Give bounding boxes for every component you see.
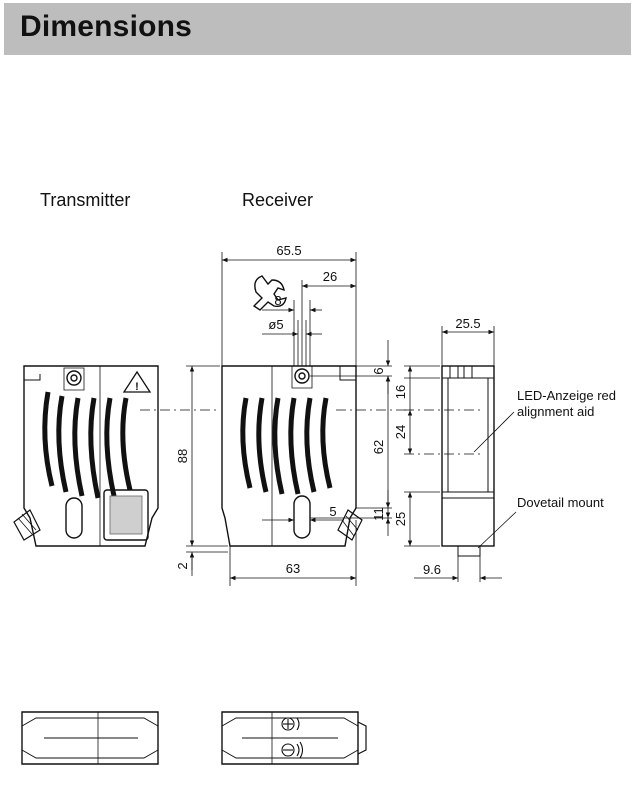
receiver-bottom-view	[221, 711, 367, 765]
warning-triangle-icon: !	[122, 370, 152, 393]
dim-hole-diameter: ø5	[268, 317, 283, 332]
receiver-front-view	[221, 365, 363, 547]
dimensions-header: Dimensions	[4, 3, 631, 55]
adjust-screw-icon	[281, 717, 304, 759]
dim-upper-height: 16	[393, 385, 408, 399]
dim-bottom-gap: 2	[175, 562, 190, 569]
dim-slot-width: 8	[274, 293, 281, 308]
dim-body-width: 63	[286, 561, 300, 576]
dim-slot-depth: 5	[329, 504, 336, 519]
dim-lens-offset: 26	[323, 269, 337, 284]
dim-hole-spacing: 62	[371, 440, 386, 454]
dim-dovetail-offset: 9.6	[423, 562, 441, 577]
transmitter-front-view	[13, 365, 159, 547]
receiver-label: Receiver	[242, 190, 313, 210]
transmitter-bottom-view	[21, 711, 159, 765]
svg-text:!: !	[135, 381, 139, 393]
wrench-icon	[252, 275, 287, 311]
dim-led-height: 24	[393, 425, 408, 439]
led-callout-line1: LED-Anzeige red	[517, 388, 616, 403]
dim-width-overall: 65.5	[276, 243, 301, 258]
side-view-dimension-lines	[404, 326, 517, 582]
side-view	[441, 365, 495, 557]
receiver-dimension-lines	[140, 252, 412, 586]
dim-top-offset: 6	[371, 367, 386, 374]
dovetail-callout: Dovetail mount	[517, 495, 604, 510]
led-callout-line2: alignment aid	[517, 404, 594, 419]
dim-side-width: 25.5	[455, 316, 480, 331]
transmitter-label: Transmitter	[40, 190, 130, 210]
dim-height-overall: 88	[175, 449, 190, 463]
dim-dovetail-height: 25	[393, 512, 408, 526]
page-title: Dimensions	[20, 10, 193, 43]
dim-bottom-offset: 11	[371, 507, 386, 521]
